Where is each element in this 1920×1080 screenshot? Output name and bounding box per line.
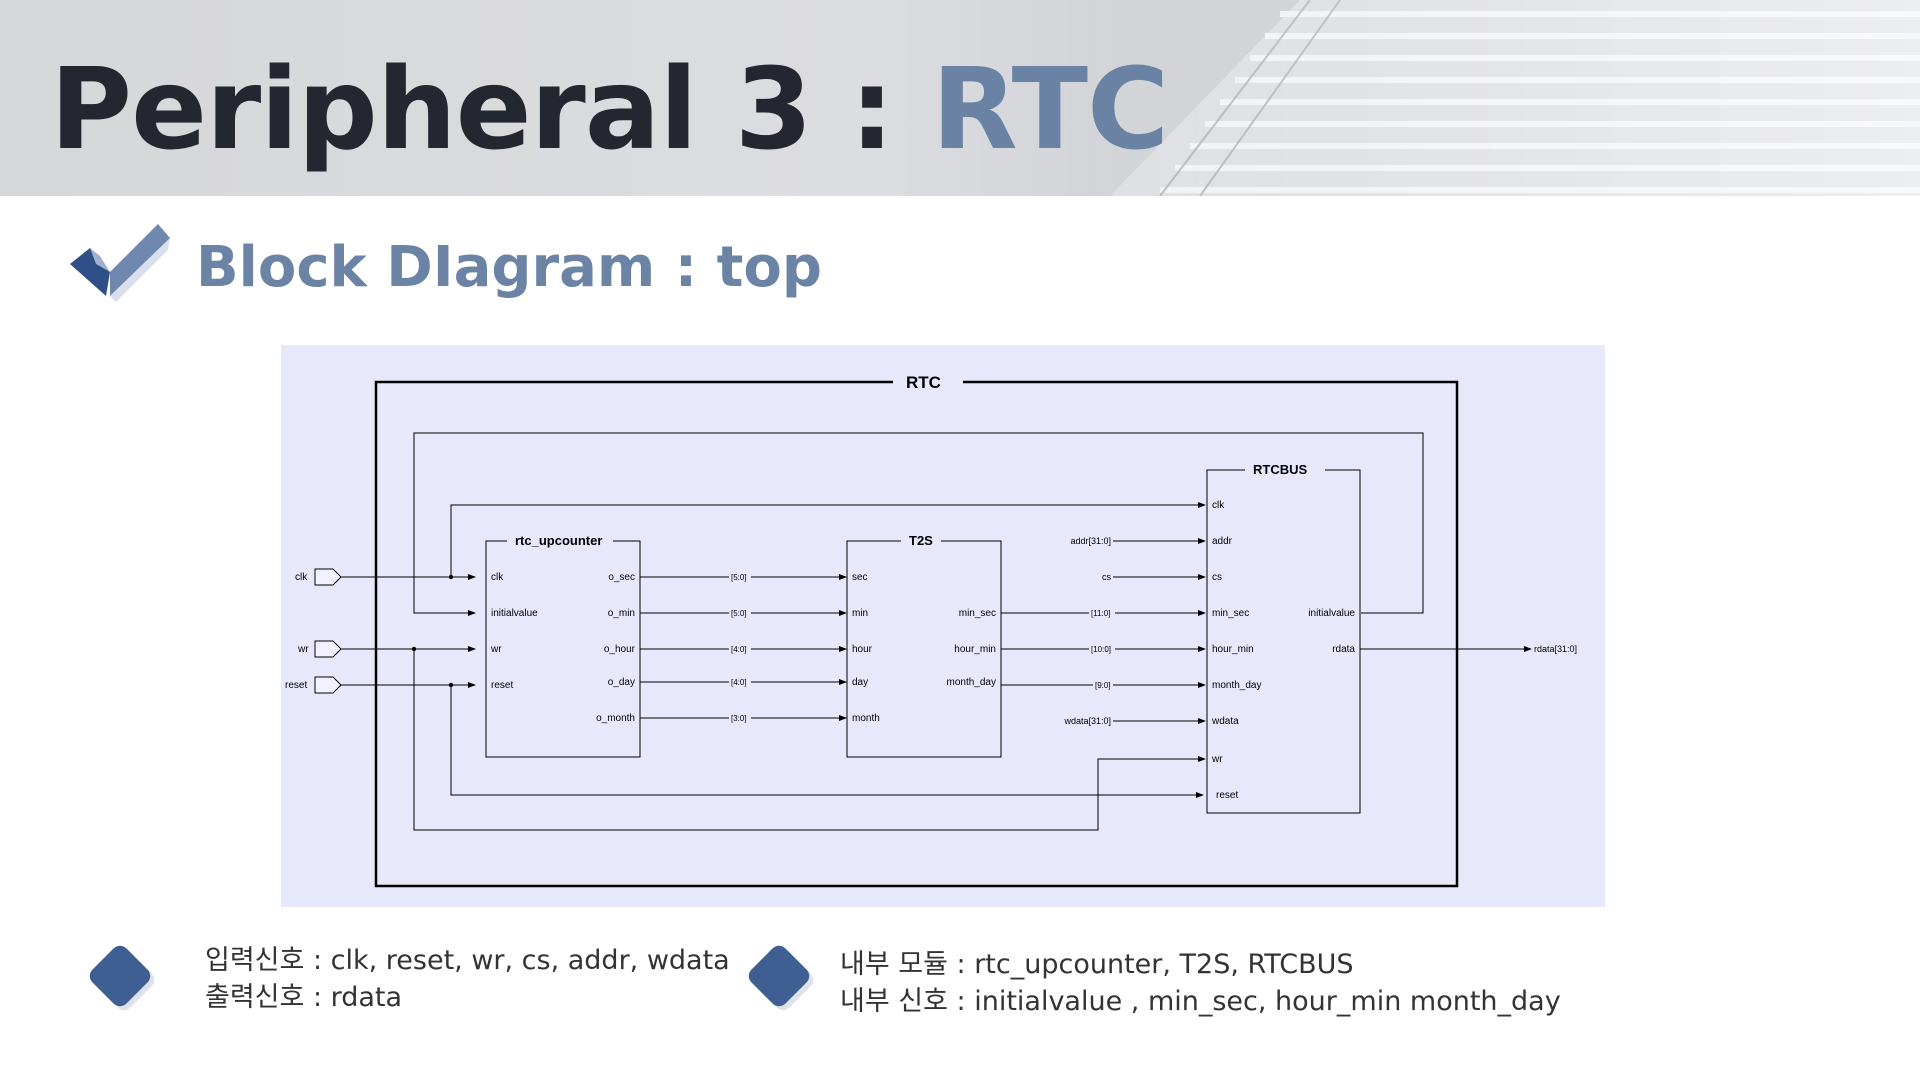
port-label: reset	[491, 680, 513, 691]
title-accent: RTC	[931, 45, 1169, 175]
bus-width-label: [3:0]	[731, 714, 747, 723]
port-label: o_sec	[608, 572, 635, 583]
port-label: wr	[490, 644, 502, 655]
port-label: min_sec	[1212, 608, 1249, 619]
title-main: Peripheral 3 :	[50, 45, 932, 175]
port-label: clk	[491, 572, 504, 583]
bus-width-label: [5:0]	[731, 609, 747, 618]
bus-width-label: [10:0]	[1091, 645, 1111, 654]
port-label: min	[852, 608, 868, 619]
input-label: wr	[297, 644, 309, 655]
port-label: o_month	[596, 713, 635, 724]
rtcbus-block	[1206, 469, 1361, 814]
bus-width-label: [4:0]	[731, 678, 747, 687]
bus-width-label: [4:0]	[731, 645, 747, 654]
bus-width-label: [5:0]	[731, 573, 747, 582]
port-label: initialvalue	[491, 608, 538, 619]
output-label: rdata[31:0]	[1534, 644, 1577, 654]
wr-input-pin	[314, 640, 342, 658]
input-label: reset	[285, 680, 307, 691]
clk-input-pin	[314, 568, 342, 586]
ext-signal-label: cs	[1102, 572, 1112, 582]
port-label: hour	[852, 644, 873, 655]
internal-modules-line: 내부 모듈 : rtc_upcounter, T2S, RTCBUS	[840, 949, 1354, 980]
port-label: o_day	[608, 677, 635, 688]
ext-signal-label: wdata[31:0]	[1063, 716, 1111, 726]
block-name: RTCBUS	[1253, 462, 1307, 477]
diamond-bullet-icon	[748, 945, 814, 1011]
input-label: clk	[295, 572, 308, 583]
port-label: sec	[852, 572, 868, 583]
block-name: T2S	[909, 533, 933, 548]
port-label: min_sec	[959, 608, 996, 619]
port-label: day	[852, 677, 868, 688]
port-label: month_day	[1212, 680, 1261, 691]
internal-signals-text: 내부 모듈 : rtc_upcounter, T2S, RTCBUS 내부 신호…	[840, 946, 1561, 1020]
port-label: month_day	[947, 677, 996, 688]
port-label: clk	[1212, 500, 1225, 511]
header-band: Peripheral 3 : RTC	[0, 0, 1920, 196]
output-signals-line: 출력신호 : rdata	[205, 982, 403, 1013]
initialvalue-loop	[413, 432, 1424, 616]
port-label: rdata	[1332, 644, 1355, 655]
reset-input-pin	[314, 676, 342, 694]
bus-width-label: [11:0]	[1091, 609, 1110, 618]
port-label: addr	[1212, 536, 1233, 547]
ext-signal-label: addr[31:0]	[1070, 536, 1111, 546]
port-label: wr	[1211, 754, 1223, 765]
port-label: hour_min	[954, 644, 996, 655]
section-subtitle: Block DIagram : top	[196, 235, 822, 300]
port-label: wdata	[1211, 716, 1239, 727]
bus-width-label: [9:0]	[1095, 681, 1111, 690]
port-label: o_hour	[604, 644, 636, 655]
port-label: reset	[1216, 790, 1238, 801]
input-signals-line: 입력신호 : clk, reset, wr, cs, addr, wdata	[205, 945, 730, 976]
port-label: cs	[1212, 572, 1222, 583]
port-label: o_min	[608, 608, 635, 619]
rtc-frame	[374, 380, 1459, 888]
port-label: initialvalue	[1308, 608, 1355, 619]
internal-signals-line: 내부 신호 : initialvalue , min_sec, hour_min…	[840, 986, 1561, 1017]
block-name: rtc_upcounter	[515, 533, 602, 548]
port-label: hour_min	[1212, 644, 1254, 655]
port-label: month	[852, 713, 880, 724]
diamond-bullet-icon	[89, 945, 155, 1011]
diagram-canvas: RTC clk wr reset rtc_upcounter clk initi…	[285, 371, 1577, 888]
page-title: Peripheral 3 : RTC	[50, 40, 1169, 180]
rtc-label: RTC	[906, 373, 941, 392]
block-diagram: RTC clk wr reset rtc_upcounter clk initi…	[281, 345, 1605, 907]
checkmark-icon	[70, 224, 170, 302]
io-signals-text: 입력신호 : clk, reset, wr, cs, addr, wdata 출…	[205, 942, 730, 1016]
staircase-background	[1080, 0, 1920, 196]
